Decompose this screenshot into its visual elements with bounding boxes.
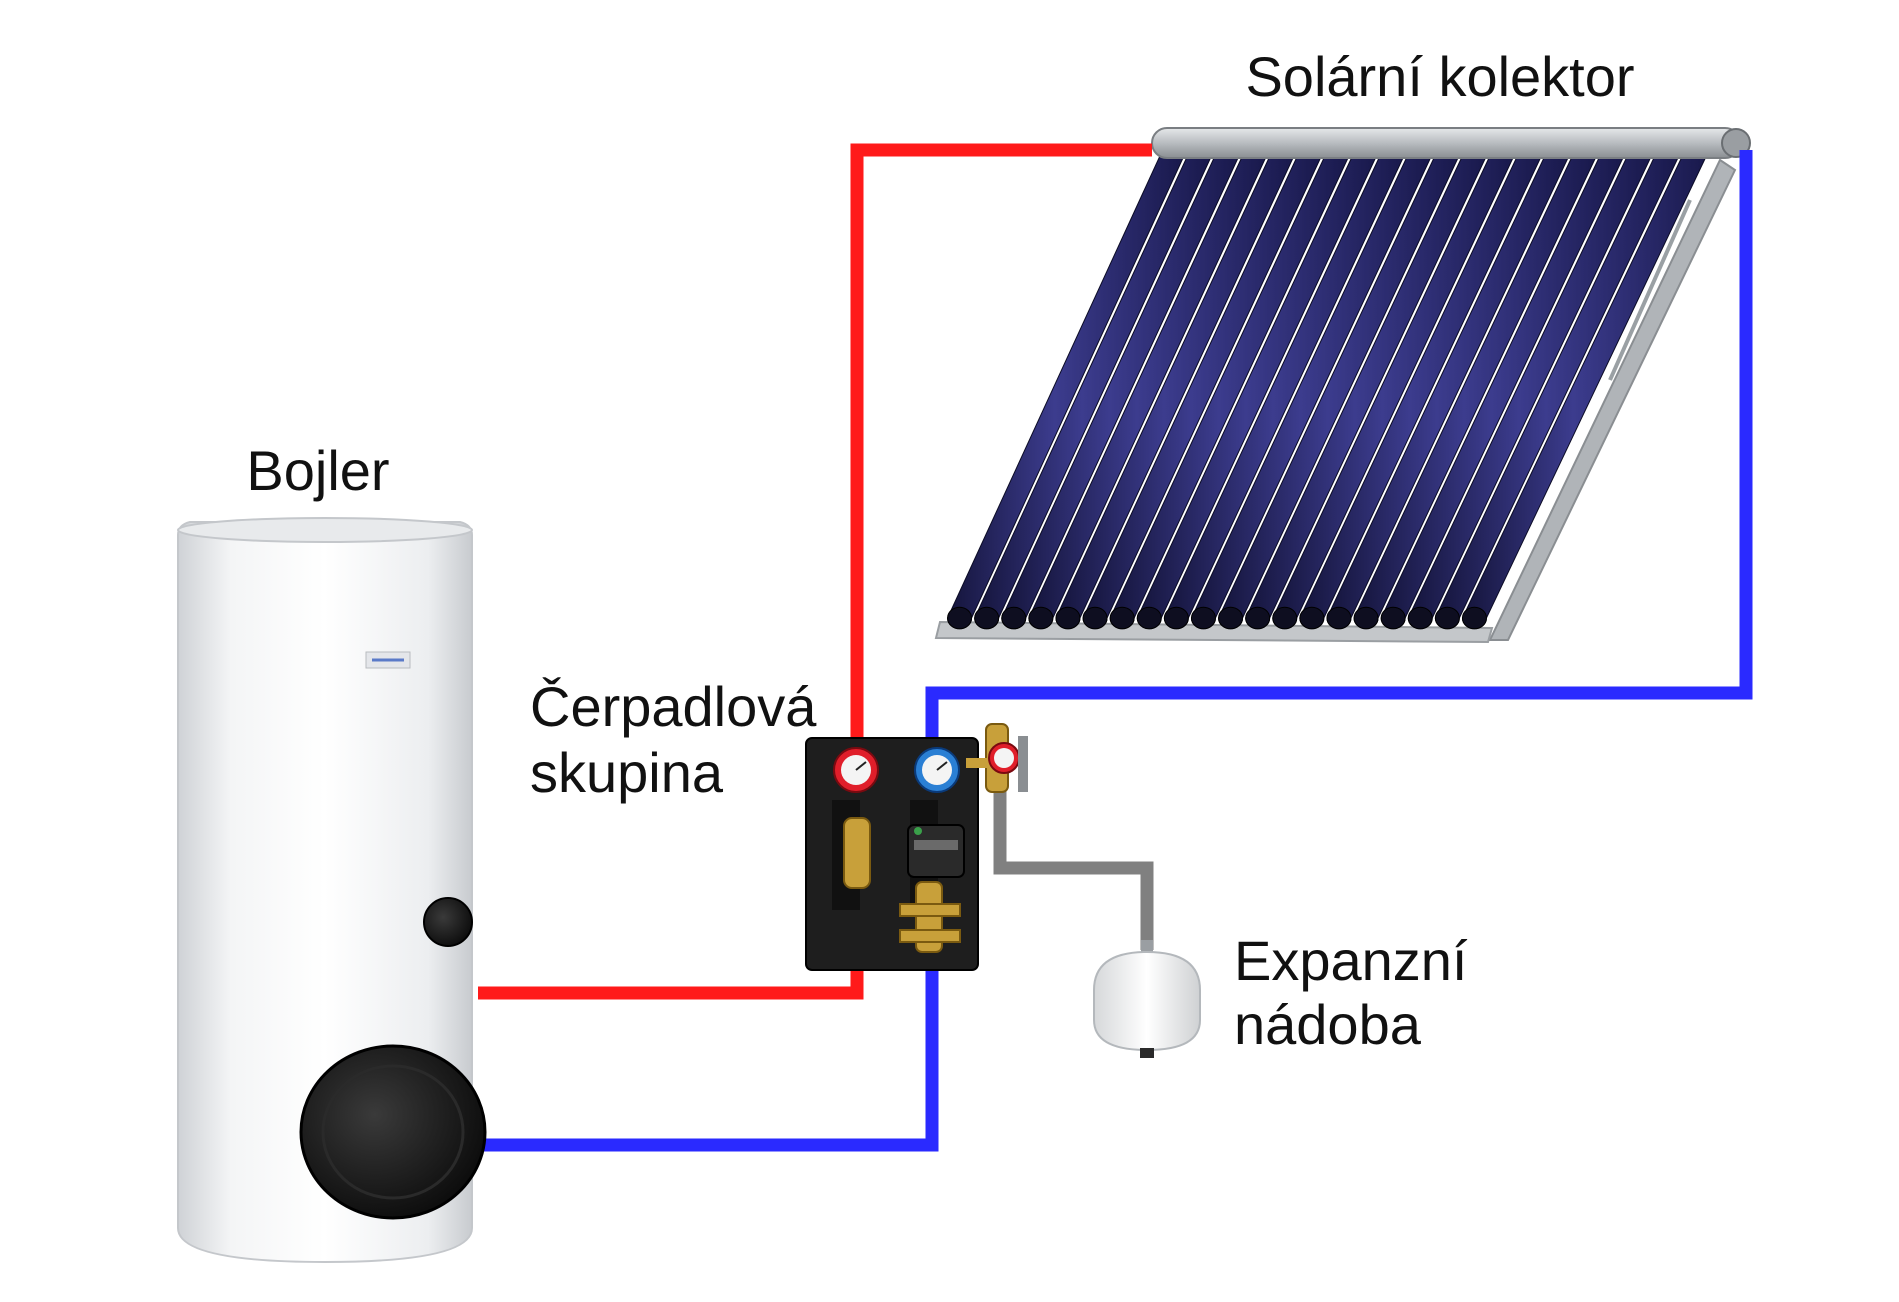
vacuum-tube-cap (1109, 606, 1135, 630)
vacuum-tube-cap (1353, 606, 1379, 630)
pump-group-label-line1: Čerpadlová (530, 675, 817, 738)
pump-group (805, 723, 1028, 971)
vacuum-tube-cap (1028, 606, 1054, 630)
vacuum-tube-cap (1163, 606, 1189, 630)
collector-strut (1608, 199, 1692, 381)
collector-frame (1488, 158, 1737, 641)
vacuum-tube-cap (1299, 606, 1325, 630)
collector-manifold (1151, 127, 1741, 159)
vacuum-tube-cap (1326, 606, 1352, 630)
cold-pipe (478, 150, 1753, 1152)
vacuum-tube-cap (1380, 606, 1406, 630)
boiler-flange (299, 1044, 487, 1220)
pump-motor-icon (907, 824, 965, 878)
expansion-label-line2: nádoba (1234, 993, 1422, 1056)
vacuum-tube-cap (1218, 606, 1244, 630)
expansion-pipe (993, 790, 1154, 950)
vacuum-tube-cap (1272, 606, 1298, 630)
expansion-vessel-body (1093, 950, 1201, 1052)
vacuum-tube-cap (974, 606, 1000, 630)
vacuum-tube-cap (1407, 606, 1433, 630)
vacuum-tube-cap (947, 606, 973, 630)
boiler-top (177, 517, 473, 543)
vacuum-tube-cap (1434, 606, 1460, 630)
vacuum-tube-cap (1082, 606, 1108, 630)
solar-collector (934, 127, 1751, 644)
collector-label: Solární kolektor (1245, 45, 1634, 108)
pump-group-label-line2: skupina (530, 741, 724, 804)
boiler-label: Bojler (246, 439, 389, 502)
vacuum-tubes (947, 151, 1710, 630)
vacuum-tube-cap (1055, 606, 1081, 630)
vacuum-tube-cap (1136, 606, 1162, 630)
vacuum-tube-cap (1190, 606, 1216, 630)
check-valve-icon (843, 817, 871, 889)
boiler-side-port (423, 897, 473, 947)
boiler (177, 517, 487, 1264)
expansion-label-line1: Expanzní (1234, 929, 1468, 992)
expansion-vessel (1093, 940, 1201, 1058)
vacuum-tube-cap (1245, 606, 1271, 630)
vacuum-tube-cap (1001, 606, 1027, 630)
hot-pipe (478, 143, 1152, 1000)
pipes (478, 143, 1753, 1152)
vacuum-tube-cap (1461, 606, 1487, 630)
